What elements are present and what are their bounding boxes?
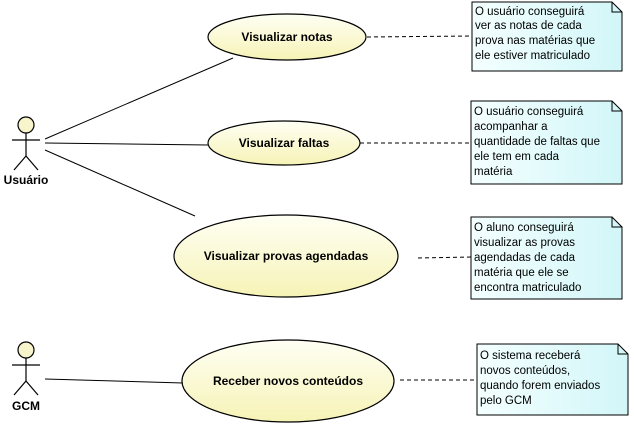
note-line: novos conteúdos,	[480, 365, 570, 377]
note-line: O usuário conseguirá	[474, 106, 584, 118]
note-line: matéria que ele se	[474, 267, 569, 279]
actor-gcm[interactable]: GCM	[12, 341, 40, 413]
note-line: O sistema receberá	[480, 350, 581, 362]
use-case-visualizar-provas-agendadas[interactable]: Visualizar provas agendadas	[173, 214, 399, 298]
note-line: ele estiver matriculado	[475, 50, 590, 62]
use-case-visualizar-notas[interactable]: Visualizar notas	[207, 13, 367, 61]
note-line: encontra matriculado	[474, 282, 581, 294]
actor-label: GCM	[12, 399, 40, 413]
note-line: pelo GCM	[480, 395, 532, 407]
use-case-label: Visualizar provas agendadas	[204, 249, 369, 263]
stick-figure-icon	[12, 116, 40, 171]
use-case-label: Visualizar faltas	[239, 136, 330, 150]
note-line: agendadas de cada	[474, 252, 576, 264]
assoc-usuario-faltas	[44, 142, 209, 146]
associations	[44, 57, 234, 384]
note-1[interactable]: O usuário conseguirá ver as notas de cad…	[471, 1, 623, 72]
use-case-label: Visualizar notas	[241, 30, 332, 44]
note-line: acompanhar a	[474, 121, 548, 133]
note-line: quando forem enviados	[480, 380, 600, 392]
note-line: ver as notas de cada	[475, 20, 582, 32]
note-link-3	[417, 256, 472, 259]
note-text: O usuário conseguirá acompanhar a quanti…	[474, 106, 603, 178]
use-case-receber-novos-conteudos[interactable]: Receber novos conteúdos	[181, 339, 395, 423]
note-text: O aluno conseguirá visualizar as provas …	[474, 222, 581, 294]
note-link-1	[366, 35, 473, 38]
note-4[interactable]: O sistema receberá novos conteúdos, quan…	[476, 343, 629, 416]
assoc-usuario-provas	[44, 149, 196, 217]
note-line: prova nas matérias que	[475, 35, 595, 47]
note-line: matéria	[474, 166, 513, 178]
note-text: O sistema receberá novos conteúdos, quan…	[480, 350, 603, 407]
use-case-visualizar-faltas[interactable]: Visualizar faltas	[207, 120, 361, 166]
actor-label: Usuário	[4, 173, 49, 187]
note-line: O usuário conseguirá	[475, 6, 585, 18]
note-line: ele tem em cada	[474, 151, 560, 163]
note-connectors	[360, 35, 477, 381]
note-line: quantidade de faltas que	[474, 136, 600, 148]
use-case-label: Receber novos conteúdos	[213, 374, 363, 388]
note-2[interactable]: O usuário conseguirá acompanhar a quanti…	[470, 100, 623, 185]
stick-figure-icon	[12, 341, 40, 396]
note-line: visualizar as provas	[474, 237, 575, 249]
assoc-usuario-notas	[44, 57, 234, 140]
note-3[interactable]: O aluno conseguirá visualizar as provas …	[470, 216, 623, 300]
note-text: O usuário conseguirá ver as notas de cad…	[475, 6, 598, 62]
actor-usuario[interactable]: Usuário	[4, 116, 49, 187]
note-line: O aluno conseguirá	[474, 222, 574, 234]
assoc-gcm-receber	[44, 378, 184, 384]
